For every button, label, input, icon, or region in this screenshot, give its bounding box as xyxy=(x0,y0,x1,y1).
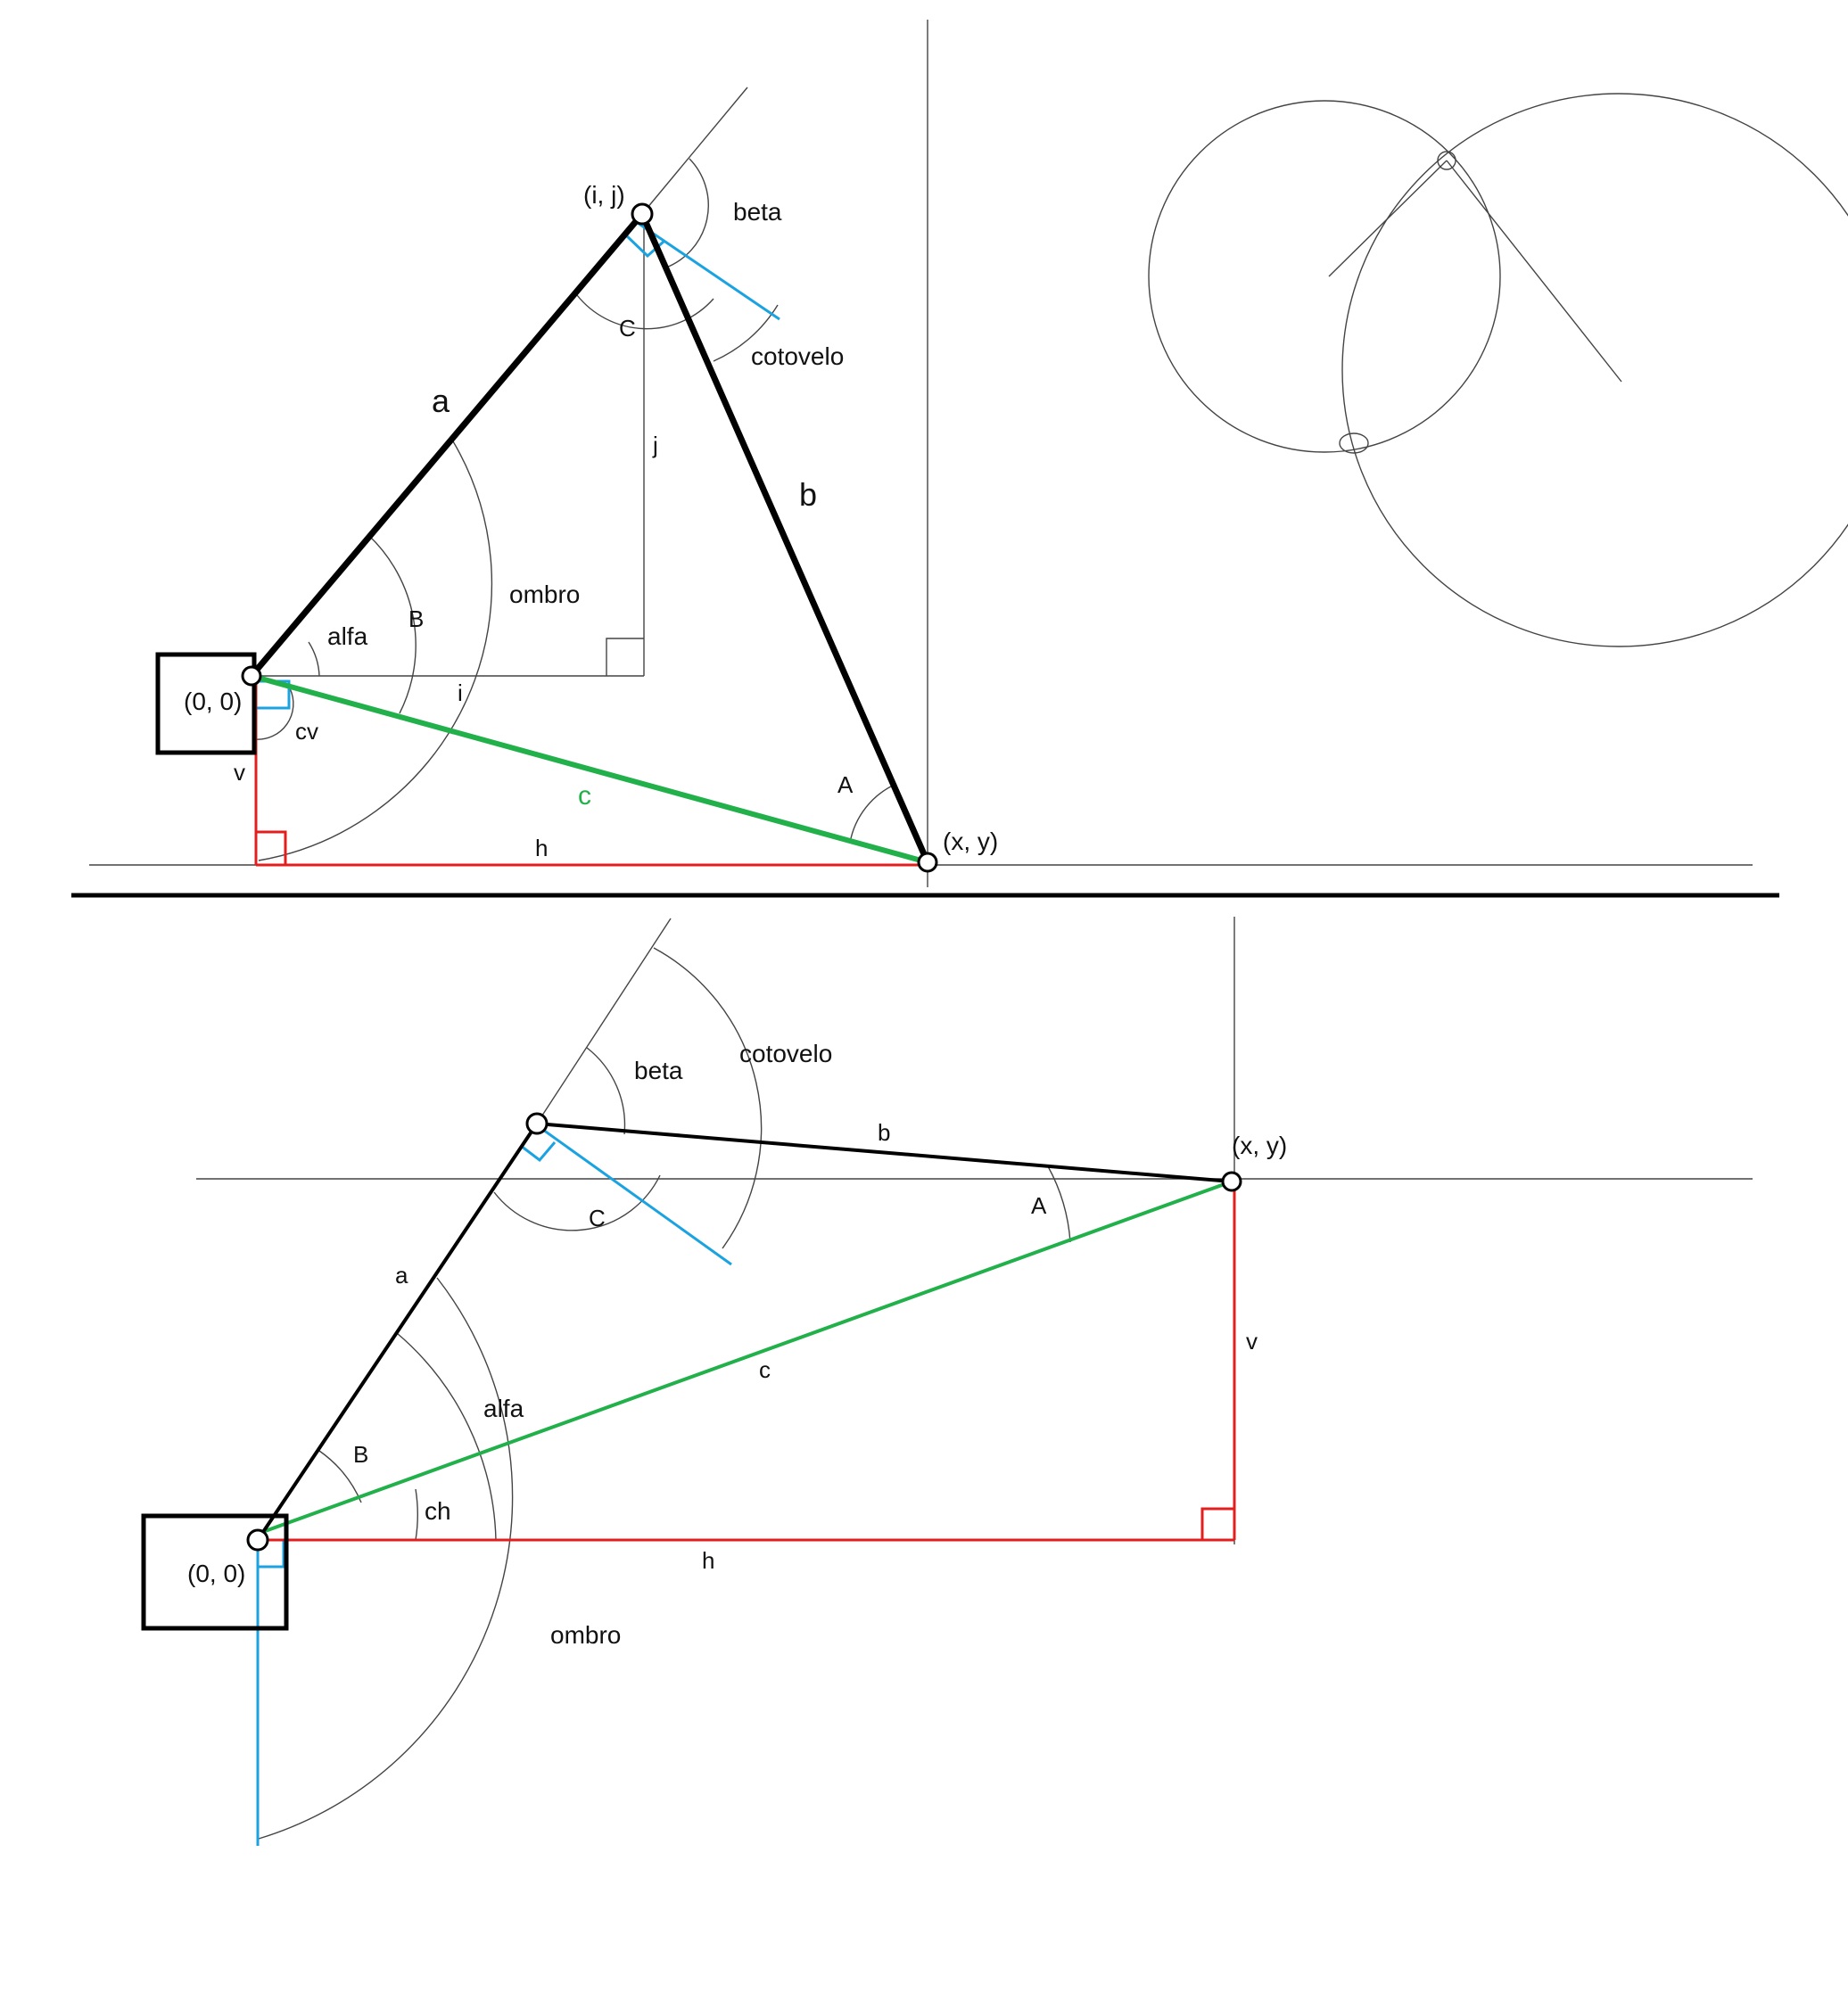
bottom-label-cotovelo: cotovelo xyxy=(739,1040,832,1067)
bottom-arc-C xyxy=(493,1174,661,1231)
bottom-arc-ch xyxy=(415,1488,418,1541)
bottom-joint-target xyxy=(1221,1171,1242,1192)
circle-large xyxy=(1341,93,1848,647)
top-arc-C xyxy=(576,294,714,330)
top-link-c xyxy=(249,673,930,865)
sketch-line-right xyxy=(1446,160,1622,383)
bottom-joint-base xyxy=(246,1528,269,1552)
bottom-joint-elbow xyxy=(525,1112,549,1135)
top-arc-cv xyxy=(253,688,294,740)
intersection-upper xyxy=(1437,151,1456,170)
top-arc-beta xyxy=(665,158,709,268)
bottom-label-beta: beta xyxy=(634,1057,683,1084)
bottom-h-v-right-angle xyxy=(1200,1507,1234,1540)
top-label-beta: beta xyxy=(733,198,782,226)
bottom-diagram: (0, 0) (x, y) a b c beta cotovelo C A B … xyxy=(141,917,1753,1846)
top-joint-target xyxy=(917,852,938,873)
bottom-arc-A xyxy=(1047,1165,1071,1243)
top-label-h: h xyxy=(535,835,548,861)
top-a-extension xyxy=(641,86,748,215)
top-label-target: (x, y) xyxy=(943,828,998,855)
circle-intersection-sketch xyxy=(1148,93,1848,647)
top-label-link-a: a xyxy=(432,383,450,419)
top-label-v: v xyxy=(234,759,245,786)
circle-small xyxy=(1148,100,1501,453)
top-arc-B xyxy=(367,534,417,714)
bottom-arc-cotovelo xyxy=(653,947,763,1249)
top-label-joint-ij: (i, j) xyxy=(583,181,625,209)
bottom-label-link-b: b xyxy=(878,1119,890,1146)
top-link-a xyxy=(248,210,646,679)
bottom-link-a xyxy=(256,1122,539,1542)
top-h-v-right-angle xyxy=(256,830,287,865)
top-label-i: i xyxy=(458,679,463,706)
top-label-origin: (0, 0) xyxy=(184,688,242,715)
intersection-lower xyxy=(1339,432,1369,454)
bottom-base-box xyxy=(141,1513,289,1631)
top-arc-alfa xyxy=(308,641,320,677)
bottom-label-ch: ch xyxy=(425,1497,451,1525)
bottom-label-link-a: a xyxy=(395,1262,408,1289)
sketch-line-left xyxy=(1328,160,1448,277)
top-elbow-perpendicular xyxy=(634,219,780,321)
top-label-angle-A: A xyxy=(837,771,854,798)
bottom-label-link-c: c xyxy=(759,1356,771,1383)
bottom-label-v: v xyxy=(1246,1328,1258,1355)
top-label-angle-B: B xyxy=(408,605,424,632)
top-arc-ombro xyxy=(258,436,493,861)
top-right-angle-ij xyxy=(606,638,644,676)
bottom-elbow-right-angle xyxy=(520,1141,557,1163)
bottom-a-extension xyxy=(536,918,672,1124)
bottom-label-h: h xyxy=(702,1547,714,1574)
bottom-arc-beta xyxy=(586,1047,626,1135)
bottom-base-right-angle xyxy=(258,1540,285,1569)
top-label-j: j xyxy=(652,432,658,458)
bottom-label-alfa: alfa xyxy=(483,1395,524,1422)
bottom-label-angle-A: A xyxy=(1031,1192,1047,1219)
bottom-label-angle-B: B xyxy=(353,1441,368,1468)
top-label-alfa: alfa xyxy=(327,622,368,650)
top-label-angle-C: C xyxy=(619,315,636,342)
bottom-arc-ombro xyxy=(258,1277,514,1840)
top-diagram: (i, j) (0, 0) (x, y) a b c beta cotovelo… xyxy=(89,20,1753,887)
top-label-cv: cv xyxy=(295,718,318,745)
bottom-link-c xyxy=(256,1180,1233,1536)
top-link-b xyxy=(639,210,931,866)
top-joint-elbow xyxy=(631,202,654,226)
top-label-ombro: ombro xyxy=(509,581,580,608)
top-label-link-c: c xyxy=(578,781,591,811)
bottom-label-angle-C: C xyxy=(589,1205,606,1231)
top-label-link-b: b xyxy=(799,476,817,513)
bottom-label-ombro: ombro xyxy=(550,1621,621,1649)
bottom-link-b xyxy=(535,1122,1233,1183)
top-joint-base xyxy=(241,665,262,687)
top-arc-cotovelo xyxy=(713,304,779,362)
bottom-label-target: (x, y) xyxy=(1232,1132,1287,1159)
bottom-elbow-perpendicular xyxy=(536,1124,732,1266)
top-arc-A xyxy=(849,783,897,844)
top-base-box xyxy=(155,652,257,755)
bottom-label-origin: (0, 0) xyxy=(187,1560,245,1587)
bottom-arc-alfa xyxy=(396,1332,497,1541)
top-label-cotovelo: cotovelo xyxy=(751,342,844,370)
